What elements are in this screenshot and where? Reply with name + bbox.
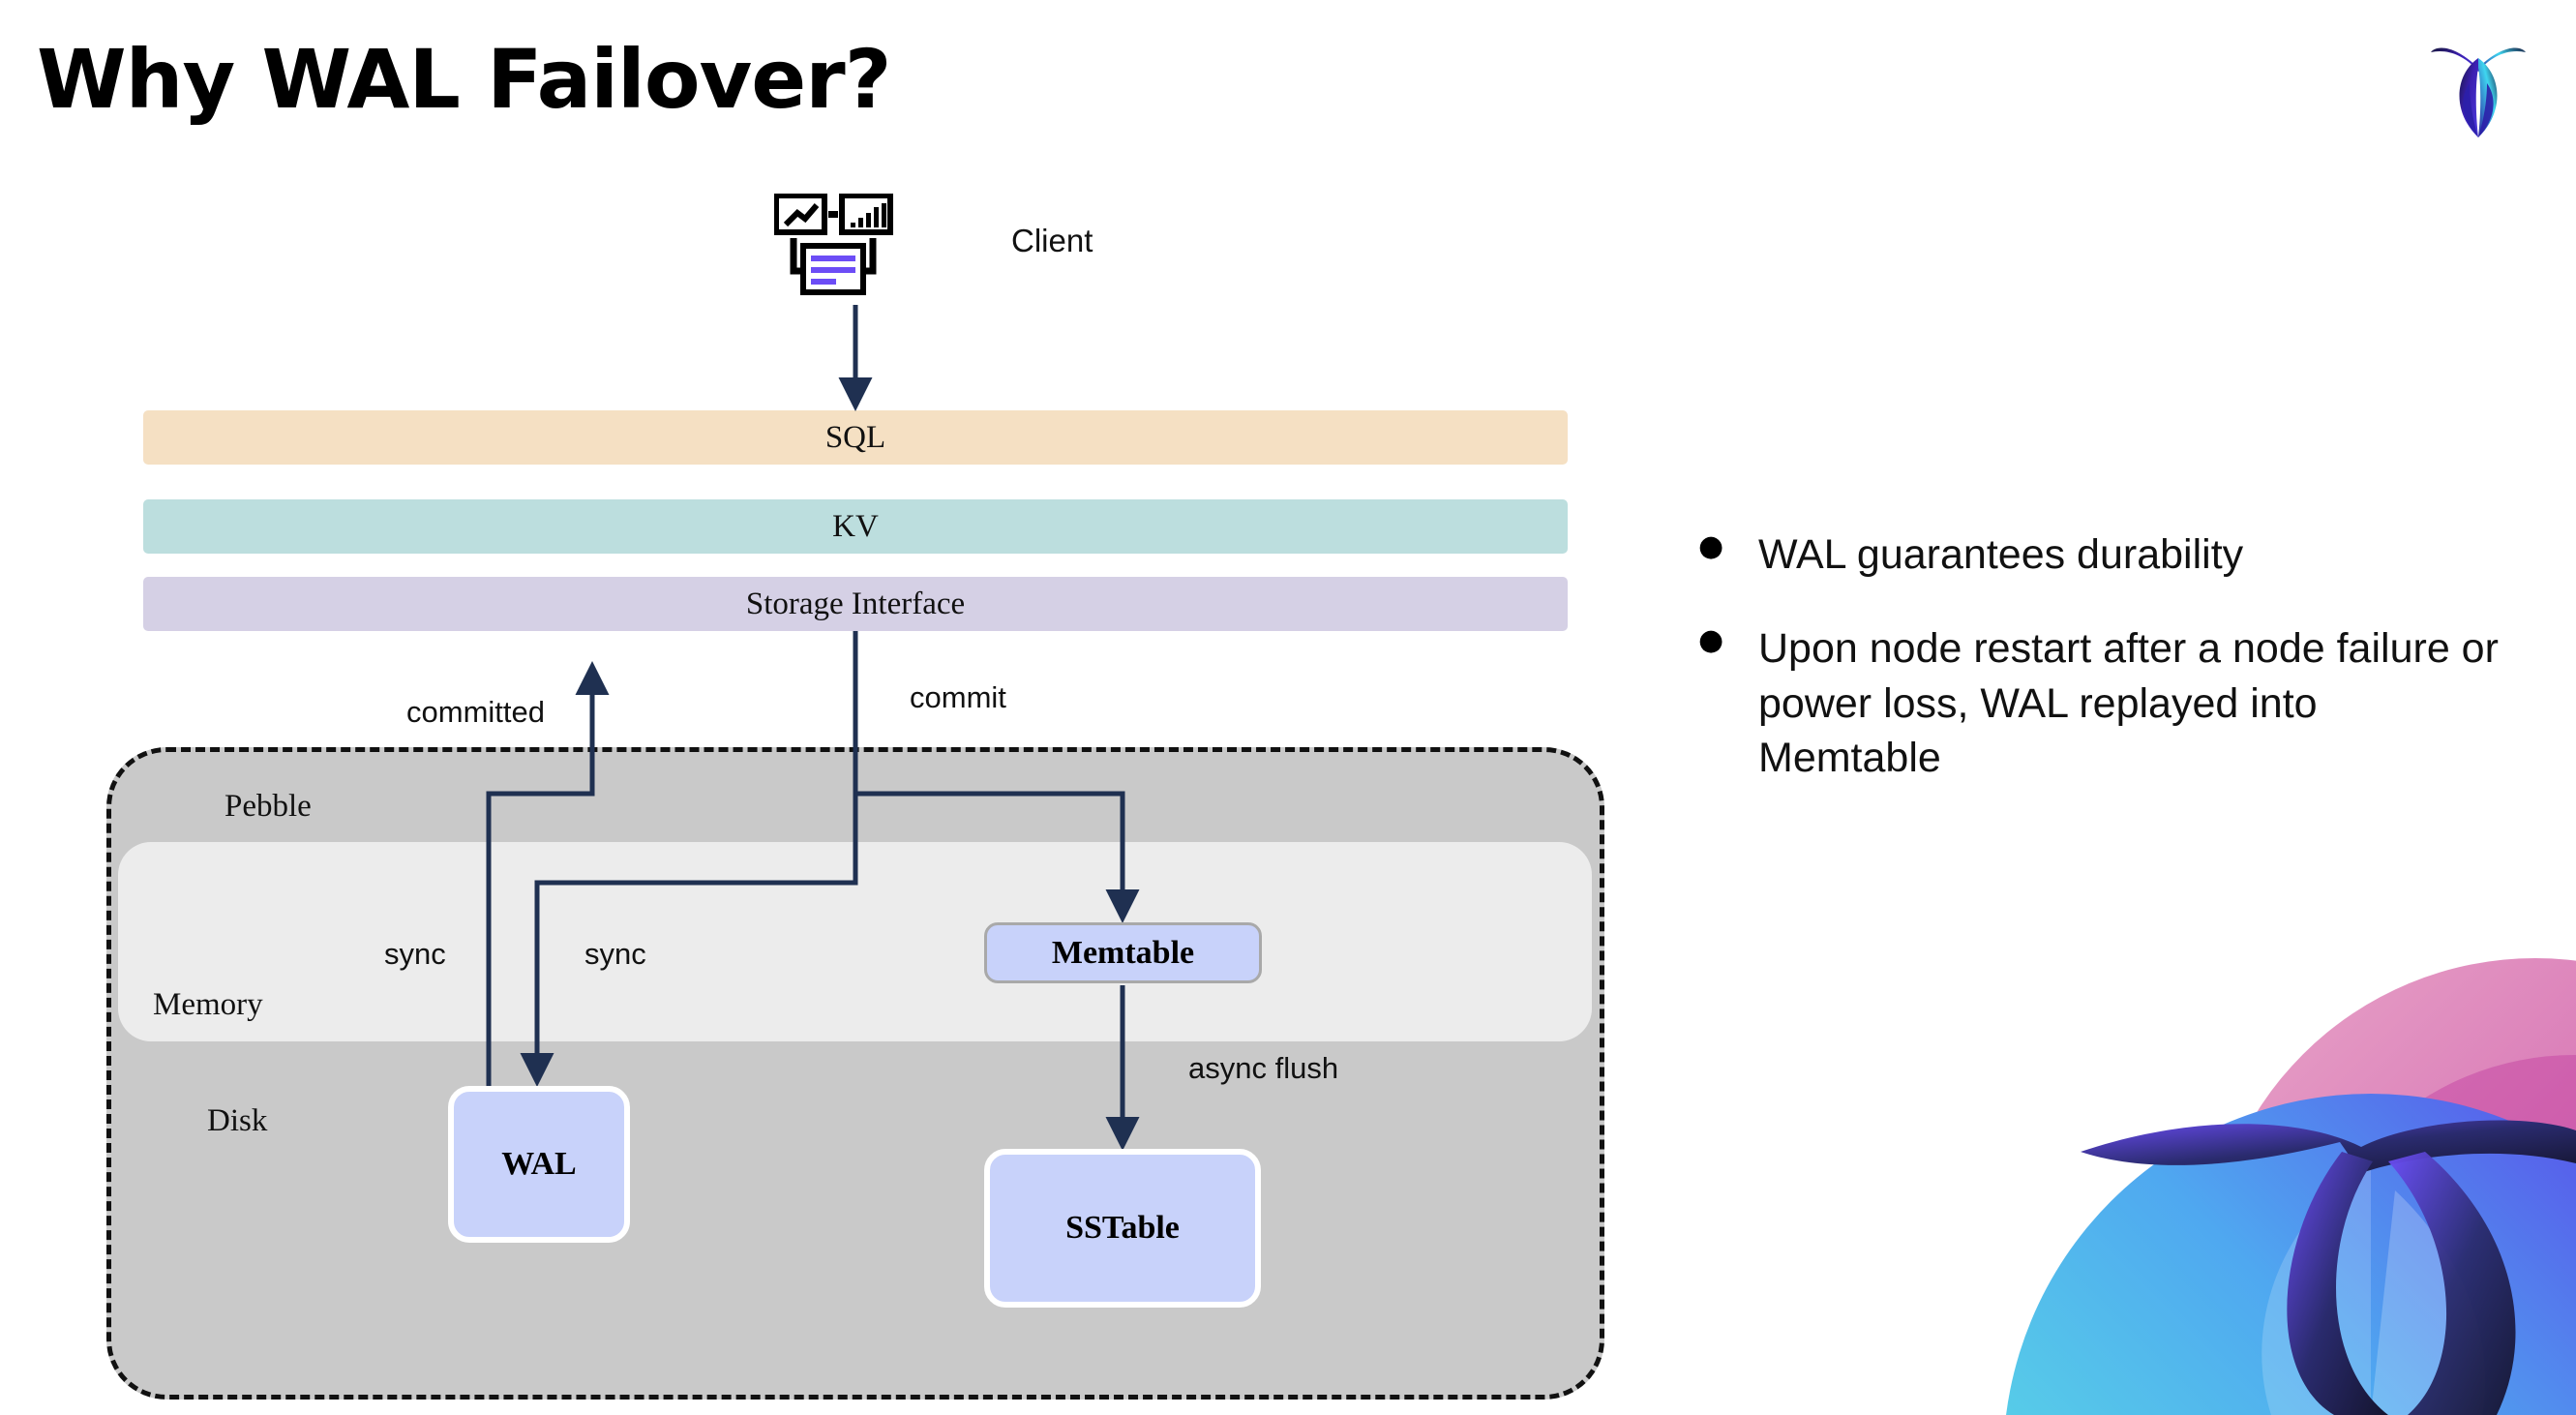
bullet-list: ● WAL guarantees durability ● Upon node … <box>1698 527 2501 825</box>
layer-label-sql: SQL <box>824 419 886 455</box>
edge-label-sync-right: sync <box>584 937 646 971</box>
node-label-sstable: SSTable <box>1065 1210 1180 1246</box>
layer-label-storage-interface: Storage Interface <box>745 586 966 621</box>
memory-region <box>118 842 1592 1041</box>
bullet-text: WAL guarantees durability <box>1758 531 2244 578</box>
disk-label: Disk <box>207 1103 268 1138</box>
list-item: ● Upon node restart after a node failure… <box>1698 621 2501 786</box>
edge-label-committed: committed <box>406 695 545 729</box>
node-memtable: Memtable <box>984 922 1262 983</box>
layer-label-kv: KV <box>832 508 879 544</box>
decorative-corner-graphic <box>1955 919 2576 1415</box>
page-title: Why WAL Failover? <box>37 32 891 127</box>
pebble-label: Pebble <box>225 789 312 824</box>
edge-label-async-flush: async flush <box>1188 1051 1339 1085</box>
bullet-text: Upon node restart after a node failure o… <box>1758 624 2499 782</box>
client-dashboard-icon <box>773 193 929 305</box>
list-item: ● WAL guarantees durability <box>1698 527 2501 583</box>
layer-bar-storage-interface: Storage Interface <box>143 577 1568 631</box>
edge-label-sync-left: sync <box>384 937 446 971</box>
layer-bar-sql: SQL <box>143 410 1568 465</box>
edge-label-commit: commit <box>910 680 1006 714</box>
node-label-memtable: Memtable <box>1051 934 1195 971</box>
client-label: Client <box>1011 223 1093 258</box>
node-sstable: SSTable <box>984 1149 1261 1308</box>
node-label-wal: WAL <box>501 1146 577 1182</box>
layer-bar-kv: KV <box>143 499 1568 554</box>
bullet-marker-icon: ● <box>1698 529 1724 563</box>
bullet-marker-icon: ● <box>1698 622 1724 657</box>
node-wal: WAL <box>448 1086 630 1243</box>
cockroachdb-logo <box>2415 29 2541 150</box>
memory-label: Memory <box>153 987 263 1022</box>
